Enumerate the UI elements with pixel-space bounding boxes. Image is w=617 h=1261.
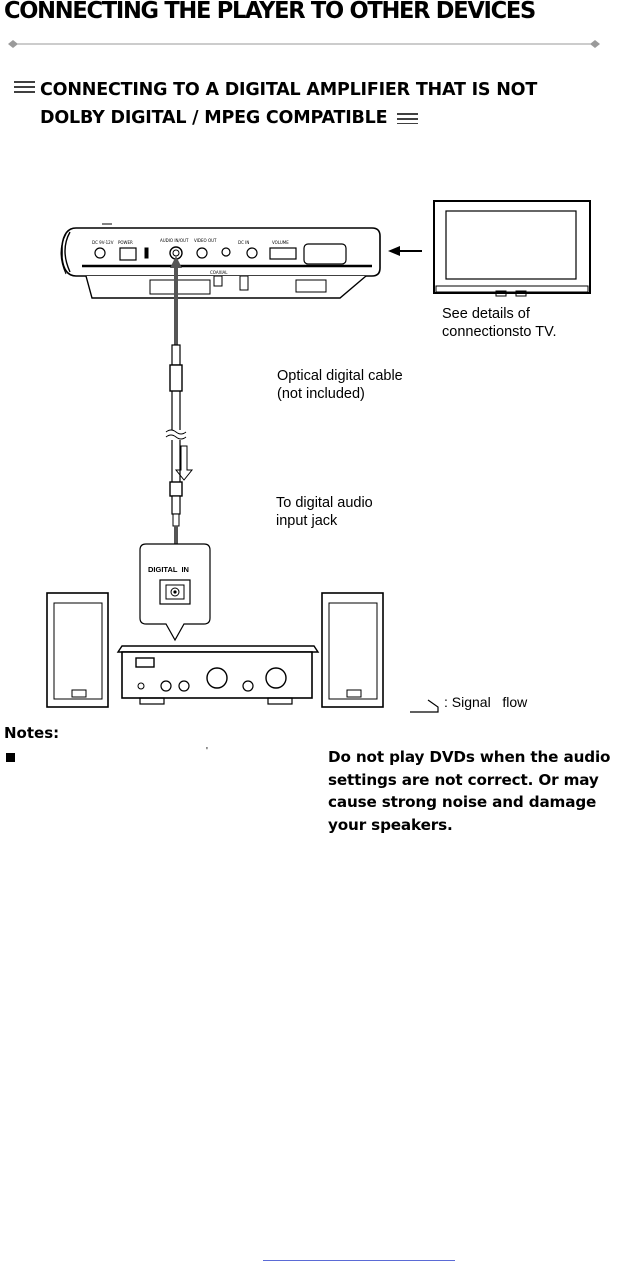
- jack-callout: To digital audio input jack: [276, 495, 373, 529]
- optical-cable-illustration: [165, 256, 187, 580]
- amplifier-illustration: [116, 645, 320, 705]
- digital-in-callout: [139, 543, 211, 642]
- svg-text:DC 9V-12V: DC 9V-12V: [92, 240, 114, 245]
- dvd-player-illustration: DC 9V-12V POWER AUDIO IN/OUT VIDEO OUT D…: [60, 223, 381, 299]
- svg-text:VOLUME: VOLUME: [272, 240, 289, 245]
- svg-text:COAXIAL: COAXIAL: [210, 270, 228, 275]
- tv-to-player-arrow: [388, 246, 422, 256]
- right-speaker-illustration: [321, 592, 384, 708]
- section-heading-line2: DOLBY DIGITAL / MPEG COMPATIBLE: [40, 104, 537, 132]
- connection-diagram: DC 9V-12V POWER AUDIO IN/OUT VIDEO OUT D…: [46, 200, 591, 713]
- tv-illustration: [433, 200, 591, 297]
- apostrophe-mark: ': [206, 746, 208, 757]
- svg-text:DC IN: DC IN: [238, 240, 249, 245]
- heading-lines-icon-right: [397, 113, 419, 124]
- tv-callout: See details of connectionsto TV.: [442, 306, 557, 340]
- digital-in-label: DIGITAL IN: [148, 565, 189, 574]
- title-divider: [8, 40, 600, 48]
- signal-flow-arrow: [174, 445, 194, 481]
- section-heading-line1: CONNECTING TO A DIGITAL AMPLIFIER THAT I…: [40, 80, 538, 100]
- svg-text:AUDIO IN/OUT: AUDIO IN/OUT: [160, 238, 189, 243]
- notes-label: Notes:: [4, 724, 60, 742]
- svg-text:VIDEO OUT: VIDEO OUT: [194, 238, 217, 243]
- svg-text:POWER: POWER: [118, 240, 133, 245]
- cable-callout: Optical digital cable (not included): [277, 368, 403, 402]
- notes-bullet-icon: [6, 753, 15, 762]
- signal-flow-legend-icon: [410, 699, 439, 713]
- page-title: CONNECTING THE PLAYER TO OTHER DEVICES: [4, 0, 536, 24]
- audio-warning-text: Do not play DVDs when the audio settings…: [328, 748, 611, 834]
- signal-flow-legend-label: : Signal flow: [444, 694, 528, 710]
- heading-lines-icon-left: [14, 81, 35, 93]
- left-speaker-illustration: [46, 592, 109, 708]
- section-heading: CONNECTING TO A DIGITAL AMPLIFIER THAT I…: [40, 76, 537, 132]
